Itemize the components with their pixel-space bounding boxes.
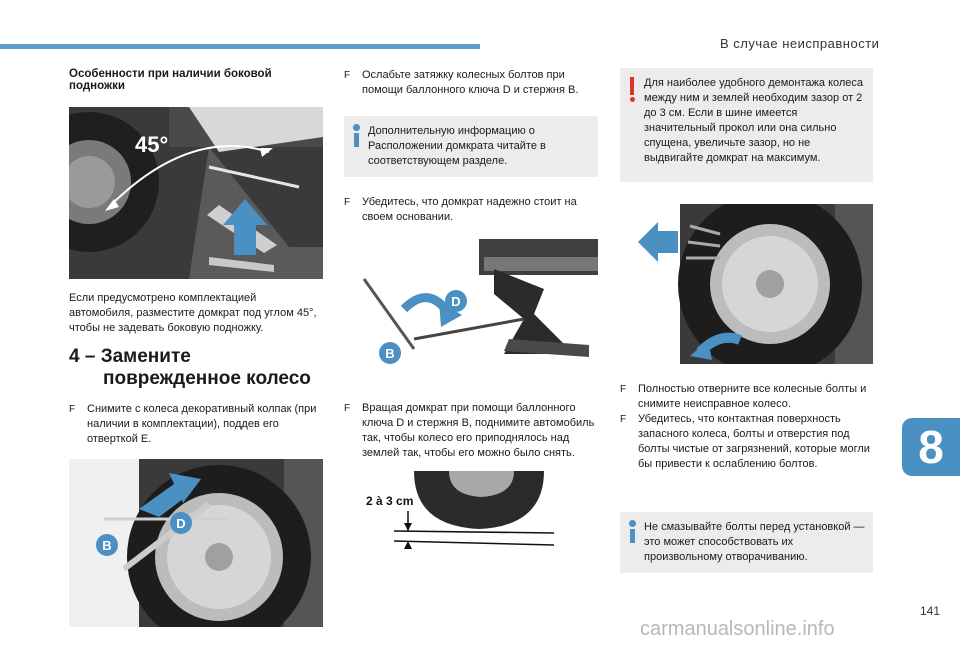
bullet-check-jack: F Убедитесь, что домкрат надежно стоит н… bbox=[344, 195, 598, 225]
bullet-text: Полностью отверните все колесные болты и… bbox=[638, 383, 867, 410]
bullet-text: Ослабьте затяжку колесных болтов при пом… bbox=[362, 69, 579, 96]
bullet-marker: F bbox=[620, 414, 627, 425]
column-3: Для наиболее удобного демонтажа колеса м… bbox=[620, 68, 873, 573]
figure-jack-crank: D B bbox=[344, 239, 598, 379]
bullet-remove-cap: F Снимите с колеса декоративный колпак (… bbox=[69, 402, 323, 447]
figure-ground-gap: 2 à 3 cm bbox=[344, 471, 598, 549]
bullet-marker: F bbox=[344, 197, 351, 208]
label-d: D bbox=[176, 516, 185, 531]
warning-text: Для наиболее удобного демонтажа колеса м… bbox=[644, 77, 864, 164]
bullet-check-surfaces: F Убедитесь, что контактная поверхность … bbox=[620, 412, 873, 472]
jack-crank-illustration: D B bbox=[344, 239, 598, 379]
column-2: F Ослабьте затяжку колесных болтов при п… bbox=[344, 68, 598, 549]
warning-box-gap: Для наиболее удобного демонтажа колеса м… bbox=[620, 68, 873, 182]
bullet-remove-wheel: F Полностью отверните все колесные болты… bbox=[620, 382, 873, 412]
bullet-marker: F bbox=[344, 70, 351, 81]
info-icon bbox=[628, 520, 636, 543]
column-1: Особенности при наличии боковой подножки… bbox=[69, 68, 323, 627]
info-box-no-grease: Не смазывайте болты перед установкой — э… bbox=[620, 512, 873, 573]
gap-label: 2 à 3 cm bbox=[366, 494, 413, 508]
label-b: B bbox=[385, 346, 394, 361]
sidestep-paragraph: Если предусмотрено комплектацией автомоб… bbox=[69, 292, 317, 334]
bullet-raise-vehicle: F Вращая домкрат при помощи баллонного к… bbox=[344, 401, 598, 461]
page-number: 141 bbox=[919, 604, 940, 618]
step-heading-line1: 4 – Замените bbox=[69, 346, 191, 367]
bullet-loosen-bolts: F Ослабьте затяжку колесных болтов при п… bbox=[344, 68, 598, 98]
bullet-marker: F bbox=[620, 384, 627, 395]
warning-icon bbox=[629, 77, 635, 102]
header-accent-bar bbox=[0, 44, 480, 49]
bullet-text: Вращая домкрат при помощи баллонного клю… bbox=[362, 402, 595, 459]
wheel-cover-illustration: D B bbox=[69, 459, 323, 627]
bullet-text: Убедитесь, что контактная поверхность за… bbox=[638, 413, 870, 470]
ground-gap-illustration: 2 à 3 cm bbox=[344, 471, 598, 549]
bullet-marker: F bbox=[344, 403, 351, 414]
info-text: Дополнительную информацию о Расположении… bbox=[368, 125, 546, 167]
jack-angle-illustration: 45° bbox=[69, 107, 323, 279]
remove-wheel-illustration bbox=[620, 204, 873, 364]
label-d: D bbox=[451, 294, 460, 309]
section-title: В случае неисправности bbox=[720, 36, 880, 51]
bullet-marker: F bbox=[69, 404, 76, 415]
chapter-tab: 8 bbox=[902, 418, 960, 476]
info-text: Не смазывайте болты перед установкой — э… bbox=[644, 521, 865, 563]
figure-remove-wheel bbox=[620, 204, 873, 364]
label-b: B bbox=[102, 538, 111, 553]
info-box-jack-location: Дополнительную информацию о Расположении… bbox=[344, 116, 598, 177]
sidestep-subheading: Особенности при наличии боковой подножки bbox=[69, 68, 272, 92]
step-heading-line2: поврежденное колесо bbox=[103, 368, 311, 389]
watermark: carmanualsonline.info bbox=[640, 618, 835, 640]
figure-jack-45deg: 45° bbox=[69, 107, 323, 279]
bullet-text: Снимите с колеса декоративный колпак (пр… bbox=[87, 403, 317, 445]
step-heading: 4 – Замените поврежденное колесо bbox=[69, 346, 323, 390]
figure-wheel-cover: D B bbox=[69, 459, 323, 627]
info-icon bbox=[352, 124, 360, 147]
angle-label: 45° bbox=[135, 132, 168, 157]
bullet-text: Убедитесь, что домкрат надежно стоит на … bbox=[362, 196, 577, 223]
